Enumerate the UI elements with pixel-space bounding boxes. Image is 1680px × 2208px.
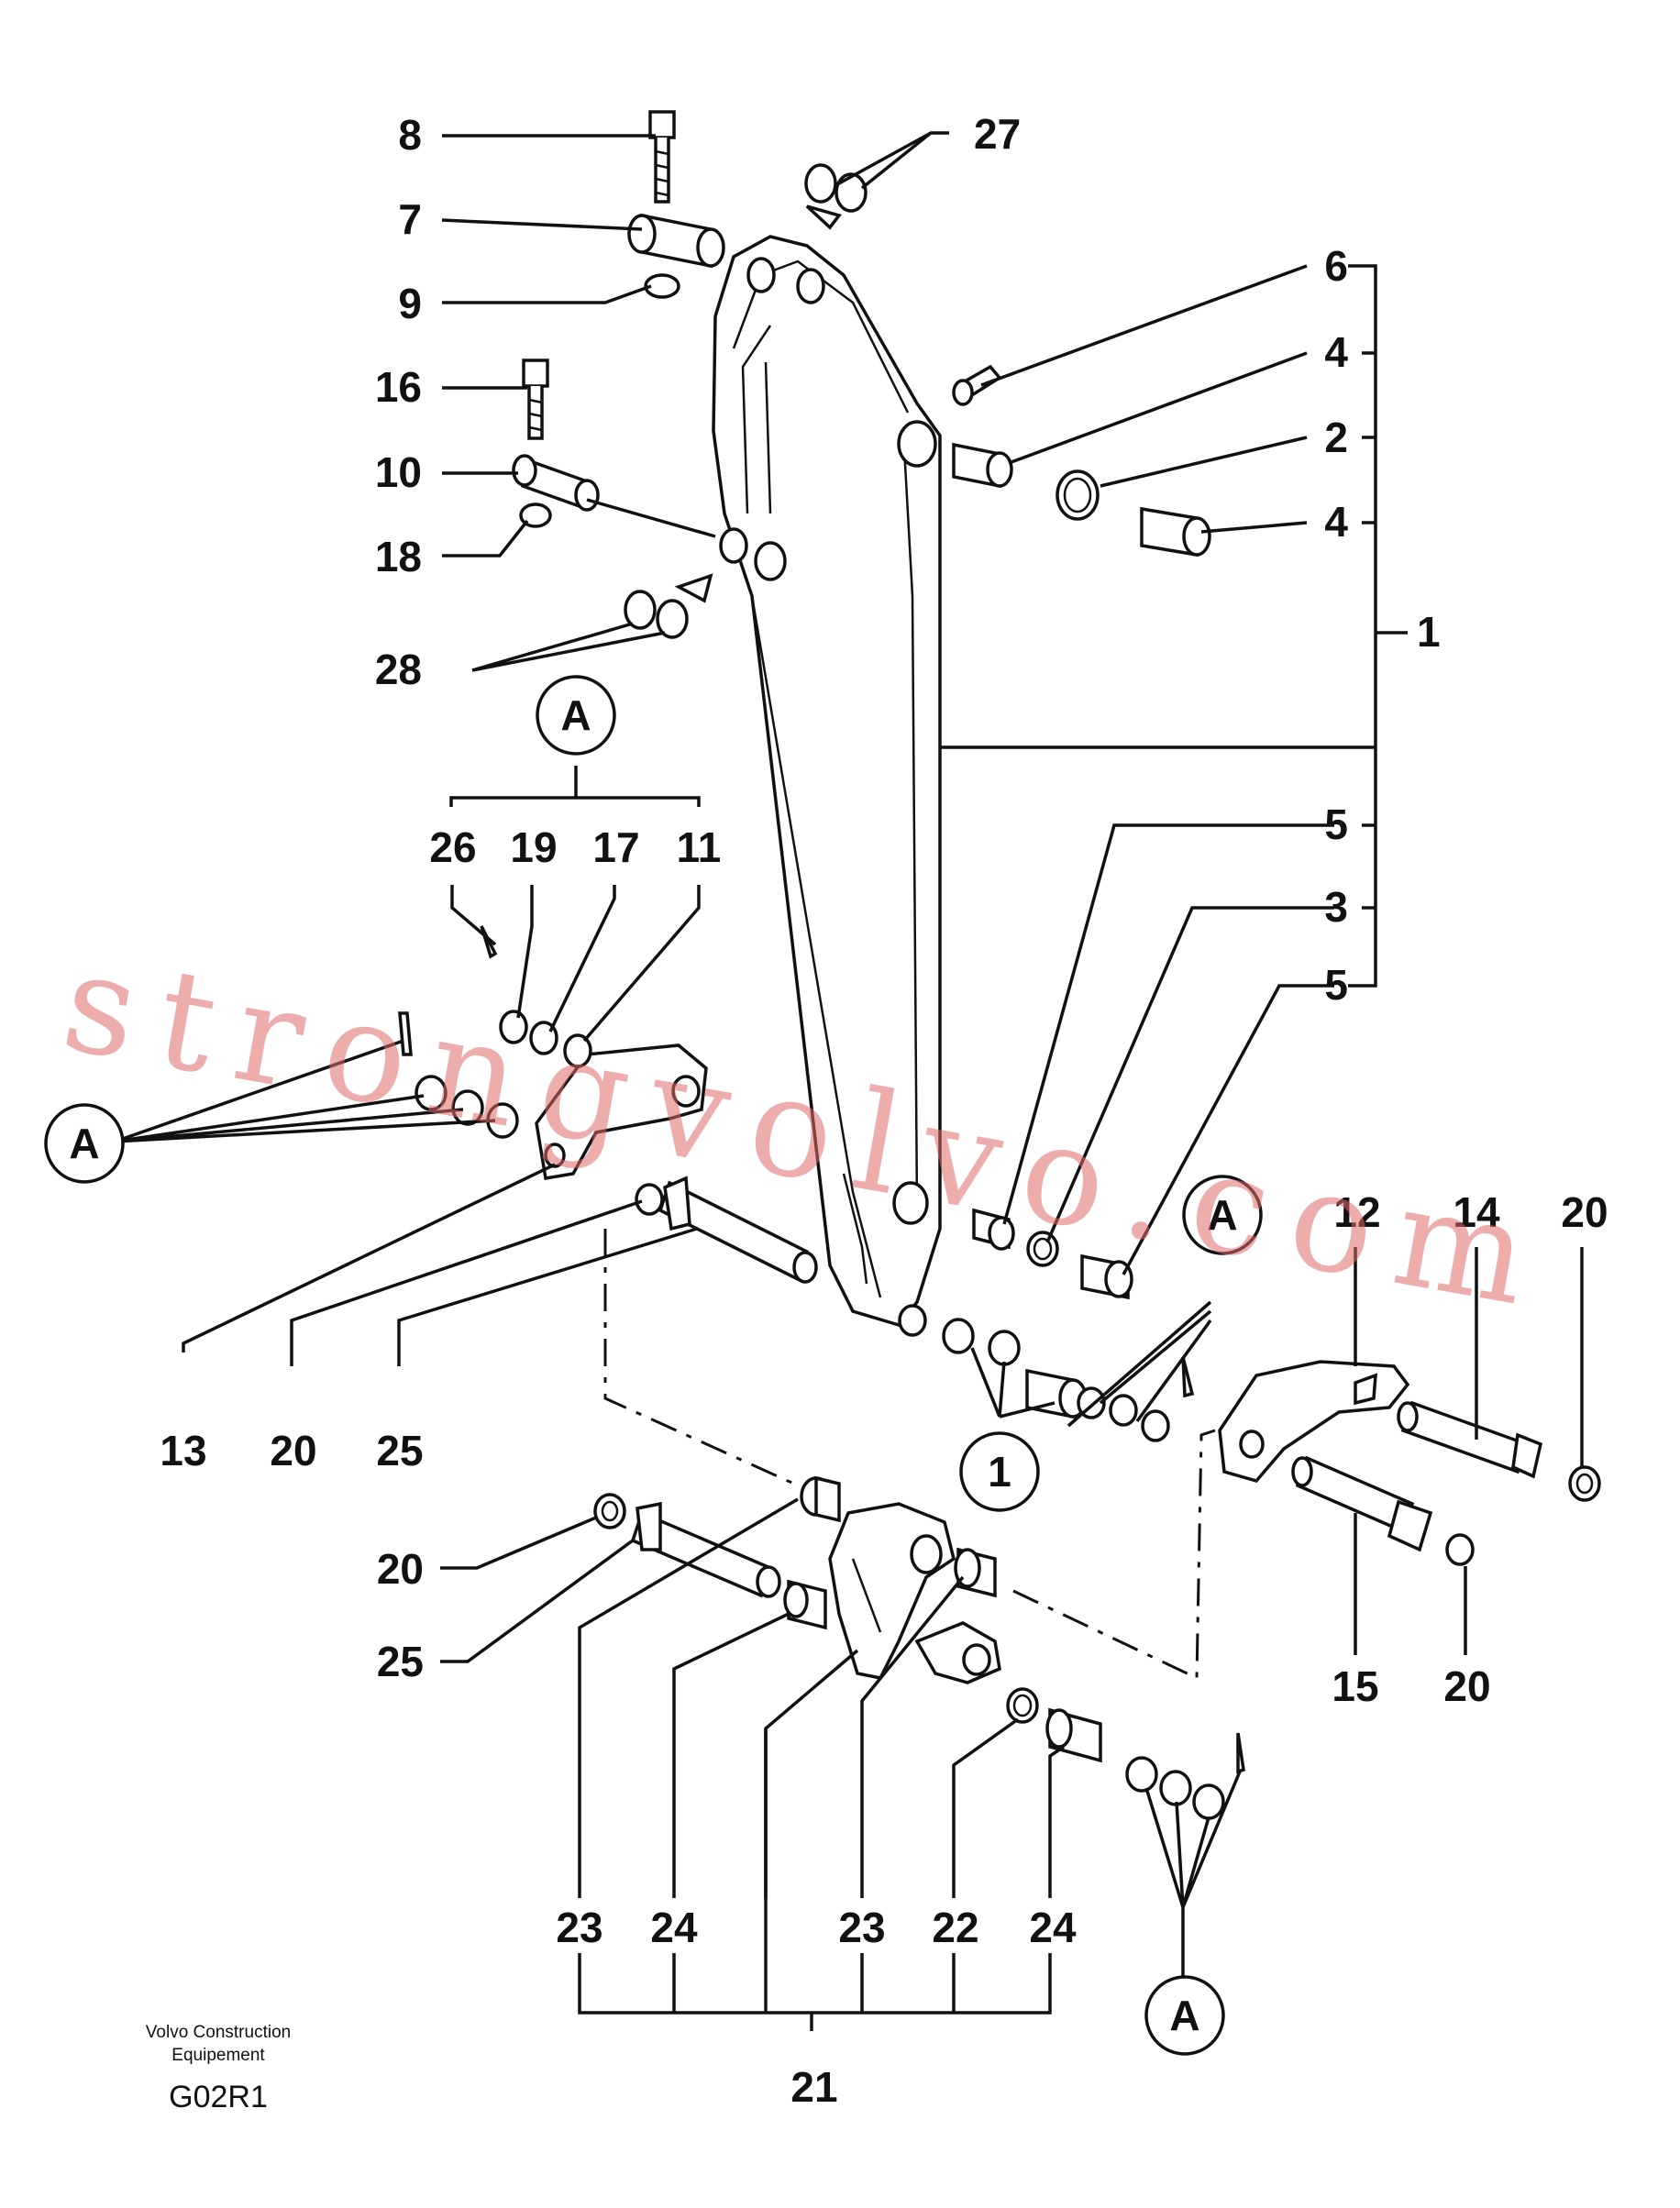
label-23-a: 23 [556, 1904, 602, 1951]
pin-14 [1397, 1400, 1543, 1479]
label-27: 27 [974, 110, 1021, 158]
company-name-line2: Equipement [171, 2046, 265, 2065]
label-5-lower: 5 [1324, 961, 1348, 1009]
svg-text:A: A [69, 1120, 99, 1167]
label-3: 3 [1324, 883, 1348, 931]
part-labels: 8 7 9 16 10 18 28 27 6 4 2 4 1 26 19 17 … [160, 110, 1608, 2111]
label-23-b: 23 [838, 1904, 885, 1951]
seal-2 [1056, 469, 1100, 521]
grease-nipple-6 [952, 364, 1002, 406]
label-20-c: 20 [1443, 1662, 1490, 1710]
label-16: 16 [375, 363, 422, 411]
washers-left [398, 1011, 519, 1139]
svg-text:A: A [560, 691, 591, 739]
callout-a-bottom: A [1144, 1975, 1225, 2056]
pin-25-upper [658, 1176, 818, 1284]
alignment-line-left [603, 1229, 799, 1487]
pin-15 [1291, 1455, 1433, 1552]
svg-text:1: 1 [988, 1448, 1011, 1496]
label-9: 9 [398, 280, 422, 327]
nipple-20-right [1568, 1465, 1601, 1502]
bushing-23-right [954, 1547, 997, 1598]
bolt-8 [648, 110, 676, 204]
alignment-line-right [1012, 1429, 1216, 1681]
label-10: 10 [375, 448, 422, 496]
washers-27 [804, 163, 868, 230]
bushings-1-bottom [942, 1318, 1195, 1442]
label-5-upper: 5 [1324, 800, 1348, 848]
label-21: 21 [790, 2063, 837, 2111]
bushing-5-upper [972, 1208, 1015, 1251]
label-6: 6 [1324, 242, 1348, 290]
label-24-b: 24 [1029, 1904, 1077, 1951]
label-14: 14 [1453, 1188, 1500, 1236]
bushing-23-left [800, 1475, 841, 1523]
bushing-4-upper [952, 442, 1013, 489]
callout-a-left: A [44, 1103, 125, 1184]
nipple-20-lower-right [1445, 1533, 1475, 1566]
nipple-20-lower-left [593, 1493, 626, 1529]
nut-9 [644, 273, 680, 299]
label-20-a: 20 [270, 1427, 316, 1474]
callout-1-bottom: 1 [959, 1431, 1040, 1512]
label-2: 2 [1324, 414, 1348, 461]
leader-lines [114, 131, 1584, 2031]
label-12: 12 [1333, 1188, 1380, 1236]
label-13: 13 [160, 1427, 206, 1474]
seal-22 [1006, 1687, 1039, 1724]
label-24-a: 24 [650, 1904, 698, 1951]
arm-body [712, 235, 942, 1337]
label-15: 15 [1332, 1662, 1378, 1710]
label-20-b: 20 [1561, 1188, 1608, 1236]
bolt-16 [522, 359, 549, 440]
nut-18 [519, 502, 552, 528]
company-name-line1: Volvo Construction [146, 2023, 291, 2042]
label-8: 8 [398, 111, 422, 159]
label-4-lower: 4 [1324, 498, 1348, 546]
h-link-21 [828, 1502, 1001, 1684]
label-11: 11 [677, 823, 722, 871]
callout-a-top: A [536, 675, 616, 756]
nipple-20-upper [635, 1183, 664, 1216]
label-17: 17 [592, 823, 639, 871]
label-25-a: 25 [376, 1427, 423, 1474]
label-20-d: 20 [377, 1545, 424, 1593]
bushing-24-left [783, 1579, 827, 1630]
link-12 [1218, 1360, 1410, 1483]
label-4-upper: 4 [1324, 328, 1348, 376]
bushing-7 [627, 213, 725, 269]
label-22: 22 [932, 1904, 978, 1951]
label-19: 19 [510, 823, 557, 871]
washers-28 [624, 573, 713, 639]
label-25-b: 25 [377, 1638, 424, 1685]
label-26: 26 [429, 823, 476, 871]
bushing-4-lower [1140, 506, 1211, 558]
diagram-code: G02R1 [169, 2080, 268, 2114]
svg-text:A: A [1207, 1191, 1237, 1239]
link-13 [535, 1043, 708, 1181]
label-18: 18 [375, 533, 422, 580]
seal-3 [1026, 1231, 1059, 1267]
label-1: 1 [1417, 608, 1441, 656]
footer-block: Volvo Construction Equipement G02R1 [146, 2023, 291, 2114]
bushing-10 [512, 454, 600, 512]
svg-text:A: A [1169, 1992, 1199, 2039]
label-7: 7 [398, 195, 422, 243]
label-28: 28 [375, 646, 422, 693]
callout-a-mid: A [1182, 1175, 1263, 1255]
